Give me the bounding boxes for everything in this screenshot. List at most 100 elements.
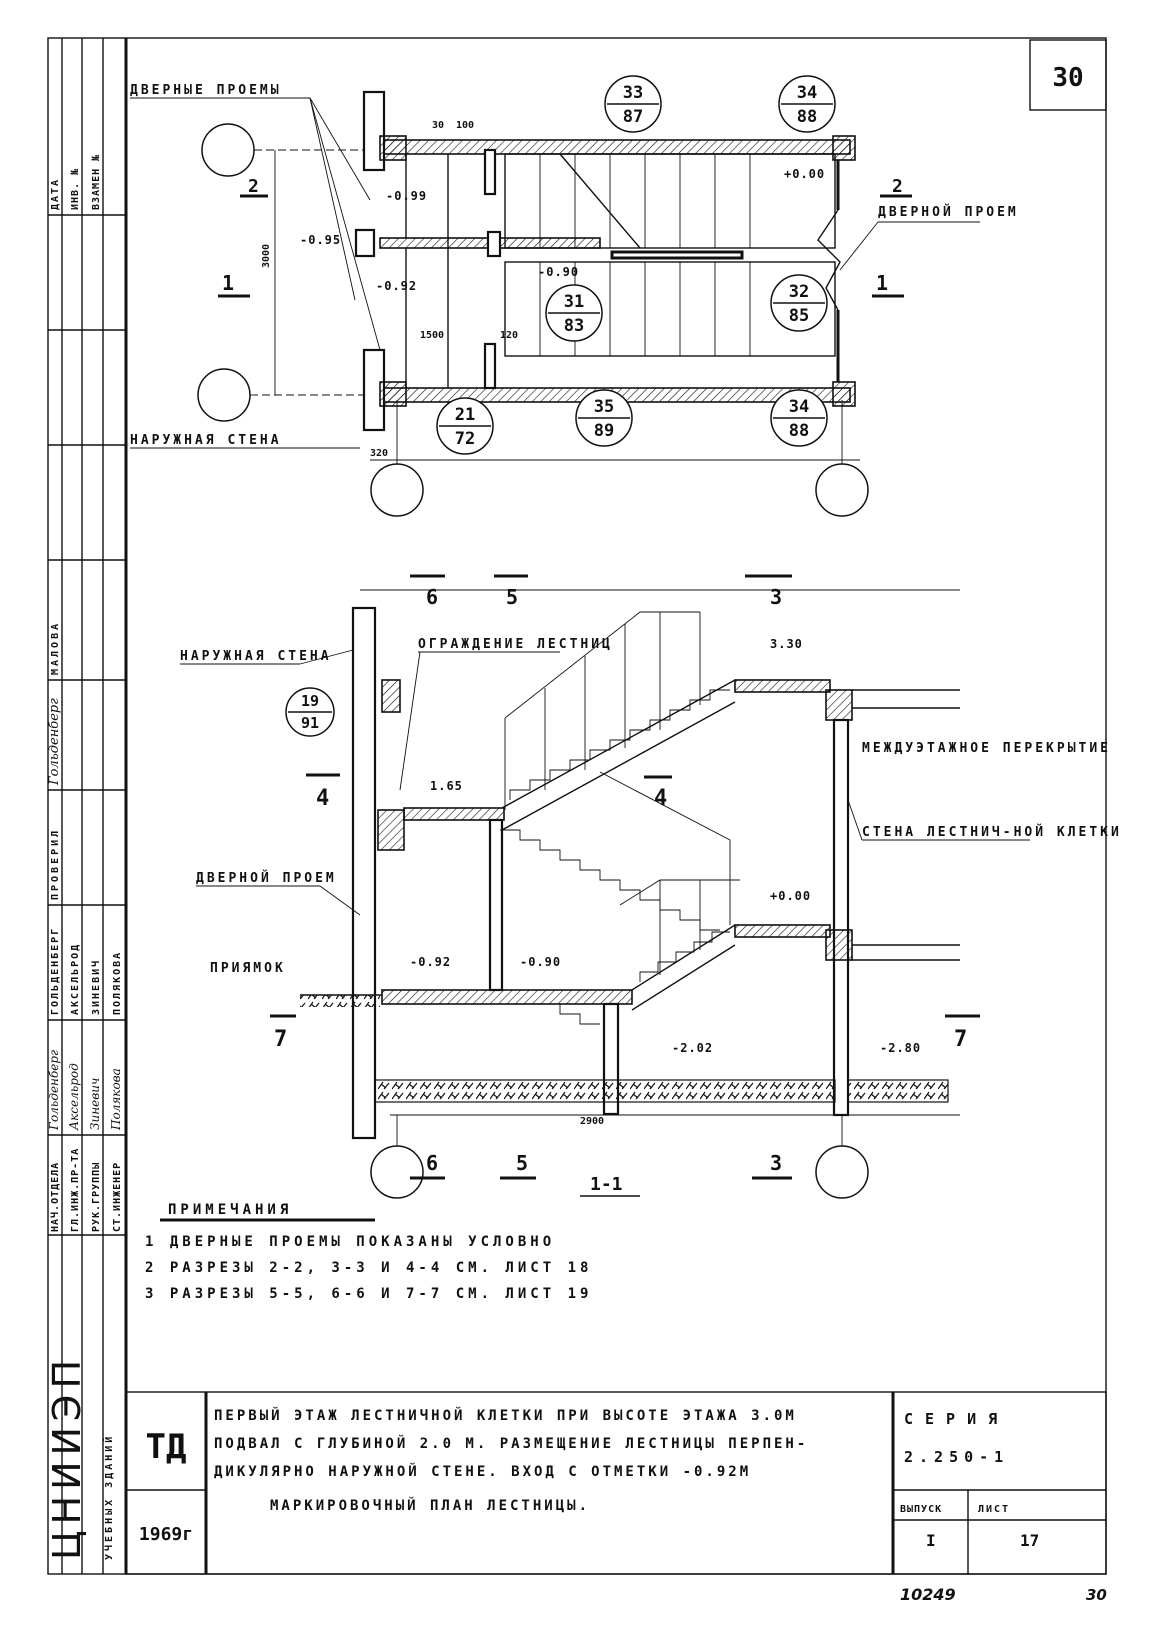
strip-name-2: АКСЕЛЬРОД (70, 943, 81, 1015)
plan-stair-lower (504, 261, 836, 357)
svg-text:19: 19 (301, 692, 319, 710)
strip-name-3: ЗИНЕВИЧ (90, 959, 102, 1015)
plan-stair-upper (504, 153, 836, 249)
notes-heading: ПРИМЕЧАНИЯ (168, 1202, 292, 1218)
tb-title-2: ПОДВАЛ С ГЛУБИНОЙ 2.0 М. РАЗМЕЩЕНИЕ ЛЕСТ… (214, 1435, 808, 1452)
sec-dim-2900: 2900 (580, 1116, 604, 1127)
sec-elev-5: -0.90 (520, 955, 561, 969)
strip-date: ДАТА (50, 178, 61, 210)
plan-callout-1: 33 87 (604, 75, 662, 133)
sheet-number-bottom: 30 (1086, 1586, 1107, 1604)
strip-role-1: НАЧ.ОТДЕЛА (49, 1162, 61, 1232)
plan-dim-320: 320 (370, 448, 388, 459)
plan-elev-2: -0.95 (300, 233, 341, 247)
plan-label-outer-wall: НАРУЖНАЯ СТЕНА (130, 433, 282, 448)
strip-sign-2: Аксельрод (67, 1063, 81, 1131)
svg-text:32: 32 (789, 282, 809, 302)
sec-elev-1: 3.30 (770, 637, 803, 651)
plan-dim-100: 100 (456, 120, 474, 131)
sec-mark-6-bottom: 6 (426, 1151, 438, 1175)
tb-series-value: 2.250-1 (904, 1448, 1009, 1466)
strip-org-sub: УЧЕБНЫХ ЗДАНИЙ (102, 1434, 115, 1560)
tb-title-3: ДИКУЛЯРНО НАРУЖНОЙ СТЕНЕ. ВХОД С ОТМЕТКИ… (214, 1463, 751, 1480)
plan-dim-120: 120 (500, 330, 518, 341)
plan-callout-5: 21 72 (436, 397, 494, 455)
strip-sign-3: Зиневич (88, 1078, 102, 1130)
tb-series-label: СЕРИЯ (904, 1410, 1009, 1428)
archive-number: 10249 (900, 1585, 956, 1604)
tb-code: ТД (146, 1427, 187, 1467)
sec-mark-4-right: 4 (654, 786, 667, 811)
plan-elev-3: -0.92 (376, 279, 417, 293)
strip-role-4: СТ.ИНЖЕНЕР (112, 1162, 123, 1232)
plan-view: ДВЕРНЫЕ ПРОЕМЫ НАРУЖНАЯ СТЕНА ДВЕРНОЙ ПР… (130, 75, 1019, 517)
strip-replace: ВЗАМЕН № (91, 154, 102, 210)
svg-text:88: 88 (789, 421, 809, 441)
section-title: 1-1 (590, 1174, 623, 1195)
sec-label-door-opening: ДВЕРНОЙ ПРОЕМ (196, 870, 337, 886)
strip-role-2: ГЛ.ИНЖ.ПР-ТА (70, 1148, 81, 1232)
sec-label-railing: ОГРАЖДЕНИЕ ЛЕСТНИЦ (418, 637, 613, 652)
plan-label-door-right: ДВЕРНОЙ ПРОЕМ (878, 204, 1019, 220)
svg-text:91: 91 (301, 714, 319, 732)
sec-elev-4: -0.92 (410, 955, 451, 969)
strip-sign-4: Полякова (109, 1068, 123, 1131)
plan-callout-6: 35 89 (575, 389, 633, 447)
section-view: НАРУЖНАЯ СТЕНА ОГРАЖДЕНИЕ ЛЕСТНИЦ МЕЖДУЭ… (180, 574, 1122, 1199)
plan-callout-2: 34 88 (778, 75, 836, 133)
sec-elev-7: -2.80 (880, 1041, 921, 1055)
notes: ПРИМЕЧАНИЯ 1 ДВЕРНЫЕ ПРОЕМЫ ПОКАЗАНЫ УСЛ… (145, 1202, 592, 1302)
svg-text:31: 31 (564, 292, 584, 312)
plan-dim-1500: 1500 (420, 330, 444, 341)
sec-elev-6: -2.02 (672, 1041, 713, 1055)
plan-callout-4: 32 85 (770, 274, 828, 332)
title-block: ТД 1969г ПЕРВЫЙ ЭТАЖ ЛЕСТНИЧНОЙ КЛЕТКИ П… (125, 1391, 1107, 1575)
svg-text:35: 35 (594, 397, 614, 417)
notes-item-3: 3 РАЗРЕЗЫ 5-5, 6-6 И 7-7 СМ. ЛИСТ 19 (145, 1286, 592, 1302)
svg-text:72: 72 (455, 429, 475, 449)
sec-label-pit: ПРИЯМОК (210, 961, 286, 976)
tb-title-4: МАРКИРОВОЧНЫЙ ПЛАН ЛЕСТНИЦЫ. (270, 1497, 590, 1514)
strip-name-1: ГОЛЬДЕНБЕРГ (50, 927, 61, 1015)
plan-dim-30: 30 (432, 120, 444, 131)
plan-sec-mark-3: 2 (892, 176, 903, 197)
sec-elev-2: 1.65 (430, 779, 463, 793)
strip-name-4: ПОЛЯКОВА (112, 951, 123, 1015)
svg-text:88: 88 (797, 107, 817, 127)
svg-text:87: 87 (623, 107, 643, 127)
strip-checker-sign: Гольденберг (47, 698, 62, 786)
svg-text:21: 21 (455, 405, 475, 425)
svg-text:83: 83 (564, 316, 584, 336)
sec-mark-7-right: 7 (954, 1027, 967, 1052)
tb-year: 1969г (139, 1524, 193, 1545)
plan-elev-1: -0.99 (386, 189, 427, 203)
tb-sheet-value: 17 (1020, 1531, 1039, 1550)
sec-mark-3-top: 3 (770, 585, 782, 609)
tb-title-1: ПЕРВЫЙ ЭТАЖ ЛЕСТНИЧНОЙ КЛЕТКИ ПРИ ВЫСОТЕ… (214, 1407, 797, 1424)
plan-callout-7: 34 88 (770, 389, 828, 447)
sec-label-outer-wall: НАРУЖНАЯ СТЕНА (180, 649, 332, 664)
sec-callout: 19 91 (285, 687, 335, 737)
strip-org: ЦНИИЭП (45, 1354, 89, 1560)
sec-mark-5-bottom: 5 (516, 1151, 528, 1175)
sec-mark-4-left: 4 (316, 786, 329, 811)
tb-issue-label: ВЫПУСК (900, 1504, 942, 1515)
strip-inv: ИНВ. № (70, 168, 81, 210)
plan-dim-3000: 3000 (261, 244, 272, 268)
plan-elev-5: +0.00 (784, 167, 825, 181)
svg-text:33: 33 (623, 83, 643, 103)
sec-mark-3-bottom: 3 (770, 1151, 782, 1175)
plan-sec-mark-2: 1 (222, 271, 234, 295)
plan-elev-4: -0.90 (538, 265, 579, 279)
sec-label-floor-slab: МЕЖДУЭТАЖНОЕ ПЕРЕКРЫТИЕ (862, 741, 1111, 756)
sheet-number-box (1029, 39, 1107, 111)
strip-checker-name: МАЛОВА (50, 621, 61, 675)
notes-item-2: 2 РАЗРЕЗЫ 2-2, 3-3 И 4-4 СМ. ЛИСТ 18 (145, 1260, 592, 1276)
plan-sec-mark-4: 1 (876, 271, 888, 295)
strip-sign-1: Гольденберг (47, 1050, 61, 1131)
sec-label-stair-wall: СТЕНА ЛЕСТНИЧ-НОЙ КЛЕТКИ (862, 824, 1122, 840)
svg-text:34: 34 (789, 397, 809, 417)
strip-checker-role: ПРОВЕРИЛ (50, 828, 61, 900)
plan-label-door-openings: ДВЕРНЫЕ ПРОЕМЫ (130, 83, 282, 98)
